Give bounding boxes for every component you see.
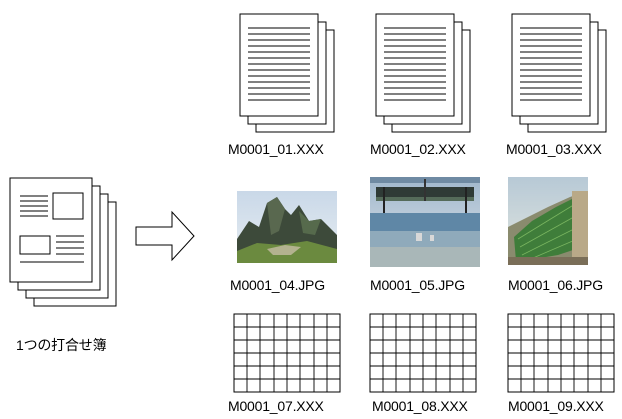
- source-document-stack: [9, 177, 117, 307]
- file-label: M0001_01.XXX: [228, 141, 324, 157]
- grid-sheet-icon: [233, 313, 341, 393]
- grid-sheet-icon: [507, 313, 615, 393]
- photo-thumbnail-mountain: [237, 191, 337, 263]
- file-label: M0001_03.XXX: [506, 141, 602, 157]
- layout-figure-bottom: [19, 235, 84, 263]
- file-label: M0001_04.JPG: [230, 277, 325, 293]
- file-label: M0001_09.XXX: [508, 398, 604, 414]
- layout-figure-top: [20, 192, 84, 220]
- text-document-icon: [375, 13, 471, 133]
- file-label: M0001_08.XXX: [372, 398, 468, 414]
- file-label: M0001_02.XXX: [370, 141, 466, 157]
- source-caption: 1つの打合せ簿: [16, 337, 107, 353]
- grid-sheet-icon: [369, 313, 477, 393]
- file-label: M0001_07.XXX: [228, 398, 324, 414]
- text-document-icon: [511, 13, 607, 133]
- right-arrow-icon: [135, 210, 195, 262]
- file-label: M0001_06.JPG: [508, 277, 603, 293]
- file-label: M0001_05.JPG: [370, 277, 465, 293]
- photo-thumbnail-construction: [370, 177, 480, 267]
- photo-thumbnail-rebar-wall: [508, 177, 588, 265]
- text-document-icon: [239, 13, 335, 133]
